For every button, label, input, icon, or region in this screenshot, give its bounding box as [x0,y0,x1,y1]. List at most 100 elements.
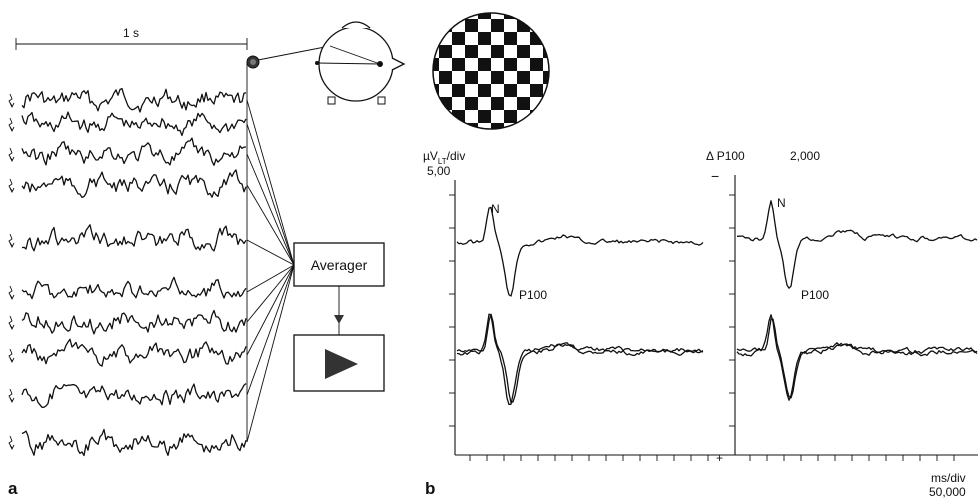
checker-square [543,123,549,129]
checker-square [439,45,452,58]
eeg-trace [21,276,247,300]
converging-line [246,123,295,266]
checker-square [517,97,530,110]
checker-square [452,13,465,19]
checker-square [452,84,465,97]
checker-square [478,58,491,71]
checker-square [491,19,504,32]
right-peak-n-label: N [777,196,786,210]
stimulus-marker [8,233,15,249]
averager-label: Averager [311,257,368,273]
checker-square [504,58,517,71]
converging-line [246,264,295,356]
y-axis-scale: 5,00 [427,164,451,178]
y-axis-unit: µVLT/div [423,149,465,166]
checker-square [530,58,543,71]
x-axis-unit: ms/div [931,471,966,485]
checker-square [452,32,465,45]
converging-line [246,184,295,266]
converging-line [246,264,295,293]
checker-square [530,84,543,97]
eeg-trace [21,137,247,166]
head-diagram [315,21,406,105]
checker-square [478,84,491,97]
time-scale-bar [15,38,248,50]
checker-square [478,110,491,123]
converging-line [246,264,295,396]
checker-square [433,13,439,19]
stimulus-marker [8,388,15,404]
converging-line [246,264,295,323]
eeg-trace [21,111,247,137]
vep-trace-top-left [456,206,704,297]
checker-square [439,123,452,129]
vep-trace-bottom-left-2 [456,313,704,404]
right-peak-p100-label: P100 [801,288,829,302]
converging-line [246,239,295,266]
checker-square [465,71,478,84]
eeg-trace [21,428,247,457]
checker-square [491,97,504,110]
electrode [246,55,260,69]
panel-b-label: b [425,479,435,498]
checker-square [452,58,465,71]
delta-p100-value: 2,000 [790,149,820,163]
checker-square [478,13,491,19]
left-peak-n-label: N [491,202,500,216]
vep-trace-bottom-right-2 [736,318,978,399]
eeg-traces [21,87,247,457]
converging-lines [246,62,295,443]
checker-square [433,110,439,123]
checker-square [504,32,517,45]
eeg-trace [21,309,247,335]
vep-trace-top-right [736,200,978,289]
checker-square [465,97,478,110]
checker-square [439,71,452,84]
electrode-wire [257,45,331,61]
converging-line [246,153,295,266]
panel-a-label: a [8,479,18,498]
delta-p100-label: Δ P100 [706,149,745,163]
stimulus-marker [8,435,15,451]
eeg-trace [21,224,247,252]
stimulus-marker [8,285,15,301]
checker-square [543,19,549,32]
checker-square [491,71,504,84]
stimulus-marker [8,93,15,109]
checker-square [543,97,549,110]
checker-square [478,32,491,45]
checkerboard-stimulus [432,12,550,130]
eeg-trace [21,338,247,367]
stimulus-marker [8,315,15,331]
x-axis-scale: 50,000 [929,485,966,499]
vep-waveforms [456,200,978,406]
averager-arrow [334,286,344,335]
checker-square [465,45,478,58]
vep-trace-bottom-right-1 [736,314,978,401]
stimulus-marker [8,147,15,163]
stimulus-marker [8,348,15,364]
checker-square [517,123,530,129]
checker-square [491,123,504,129]
polarity-plus: + [716,451,723,465]
eeg-trace [21,383,247,408]
converging-line [246,264,295,443]
left-peak-p100-label: P100 [519,288,547,302]
converging-line [246,99,295,266]
stimulus-marker [8,178,15,194]
checker-square [504,110,517,123]
checker-square [465,19,478,32]
display-box [293,334,385,392]
stimulus-markers [8,93,15,451]
checker-square [433,32,439,45]
checker-square [517,45,530,58]
stimulus-marker [8,117,15,133]
checker-square [517,71,530,84]
checker-square [530,13,543,19]
eeg-trace [21,87,247,113]
checker-square [433,58,439,71]
checker-square [491,45,504,58]
polarity-minus: − [711,168,719,184]
axis-ticks [449,194,955,461]
